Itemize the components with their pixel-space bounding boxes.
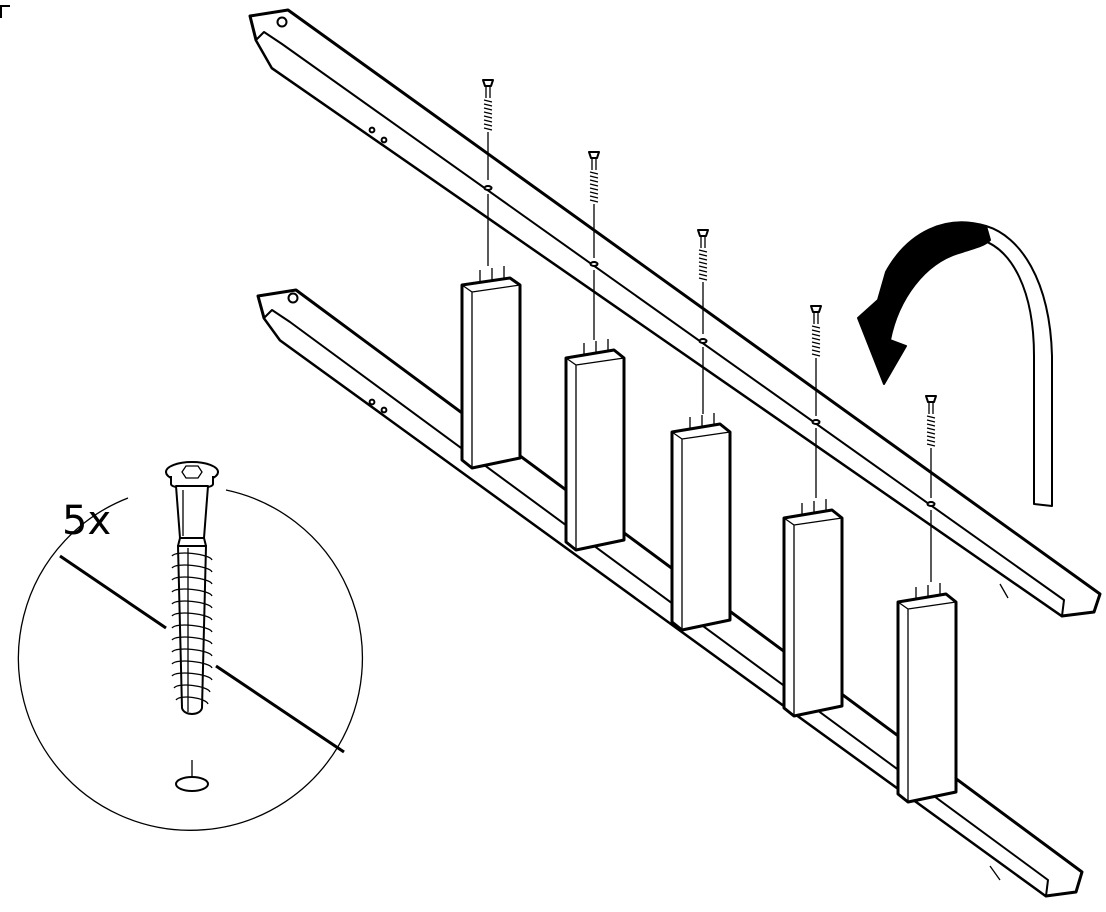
rail-hole [368,398,376,406]
screw-icon [925,395,937,498]
screw-hole [175,776,209,792]
post [670,413,732,632]
rail-hole [368,126,376,134]
rail-hole [380,136,388,144]
post [782,499,844,718]
posts [460,266,958,804]
detail-callout: 5x [17,461,363,831]
post [896,583,958,804]
corner-mark [0,5,10,18]
rail-hole [380,406,388,414]
post [460,266,522,470]
screw-icon [482,79,494,180]
upper-rail [248,8,1102,618]
rail-hole [287,292,299,304]
guide-lines [487,194,932,582]
screw-icon [697,229,709,334]
curved-arrow-icon [857,221,1053,507]
quantity-label: 5x [62,498,111,544]
rail-hole [276,16,288,28]
screw-icon [165,461,219,715]
screw-icon [810,305,822,416]
lower-rail [256,288,1084,898]
screw-icon [588,151,600,258]
post [564,339,626,552]
screws [482,79,937,498]
